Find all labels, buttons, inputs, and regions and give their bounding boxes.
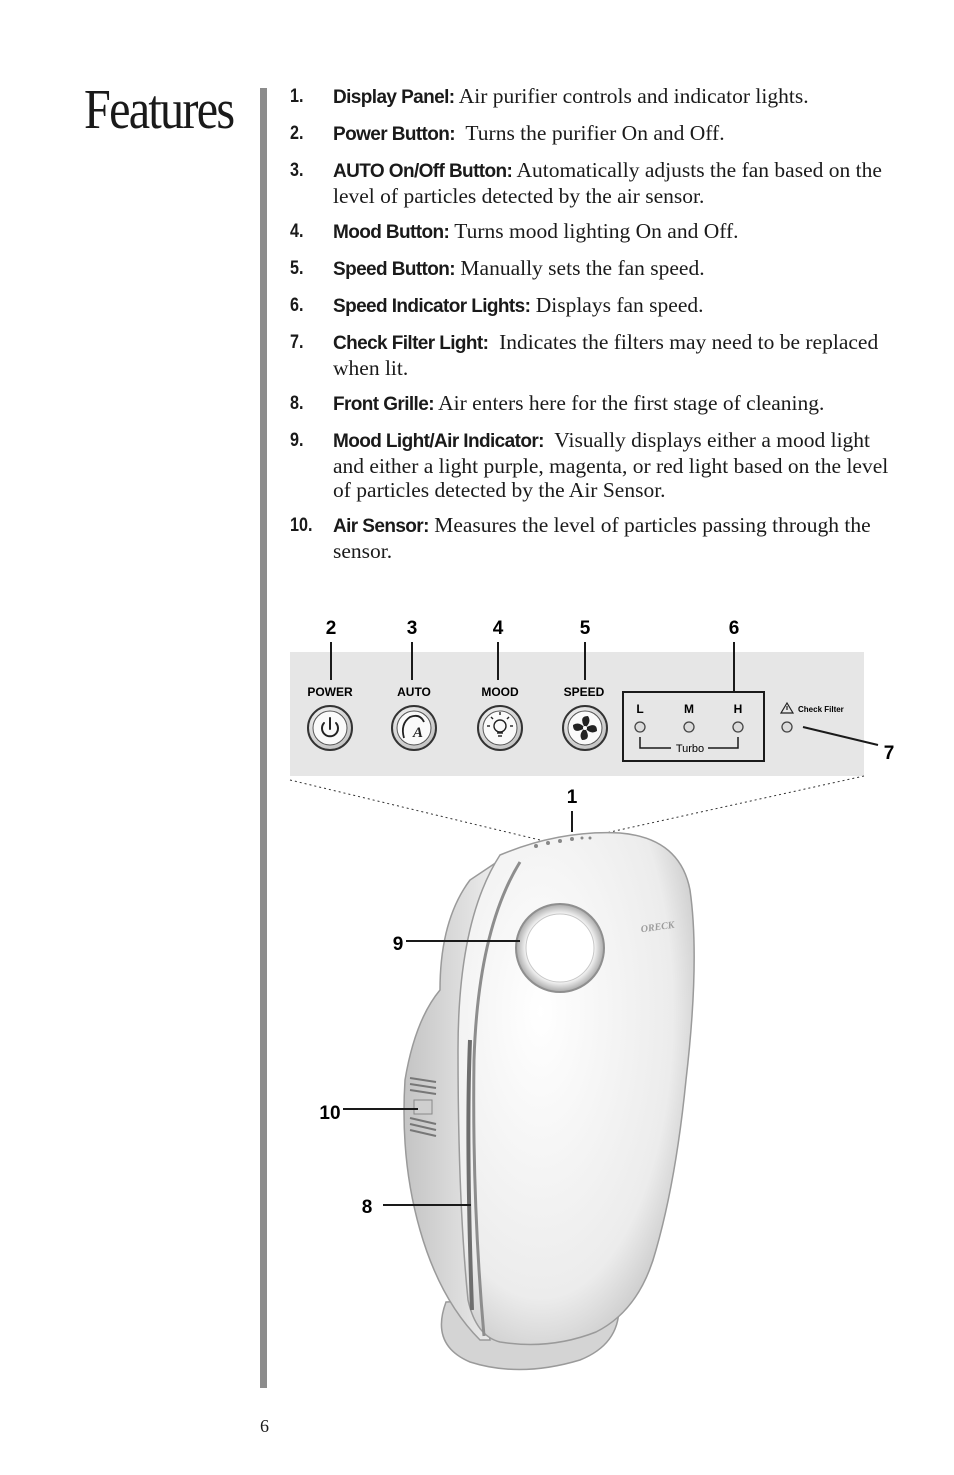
feature-description: Turns mood lighting On and Off. xyxy=(454,219,739,243)
callout-leader-lines xyxy=(330,642,879,746)
power-icon xyxy=(321,717,339,738)
feature-number: 4. xyxy=(290,221,304,242)
speed-button xyxy=(562,705,608,751)
feature-term: Front Grille: xyxy=(333,394,435,415)
feature-item: 7. Check Filter Light: Indicates the fil… xyxy=(290,330,890,380)
feature-item: 5. Speed Button: Manually sets the fan s… xyxy=(290,256,890,282)
front-accent-stripe xyxy=(472,861,522,1337)
feature-number: 3. xyxy=(290,160,304,181)
feature-item: 4. Mood Button: Turns mood lighting On a… xyxy=(290,219,890,245)
air-sensor-window xyxy=(413,1099,433,1115)
feature-description: Air purifier controls and indicator ligh… xyxy=(458,84,809,108)
brand-logo: ORECK xyxy=(640,920,676,936)
feature-item: 1. Display Panel: Air purifier controls … xyxy=(290,84,890,110)
auto-button: A xyxy=(391,705,437,751)
feature-term: Power Button: xyxy=(333,124,456,145)
speed-high-label: H xyxy=(734,702,743,716)
power-label: POWER xyxy=(307,685,353,699)
callout-5: 5 xyxy=(580,618,591,639)
callout-9: 9 xyxy=(393,934,404,955)
lightbulb-icon xyxy=(487,712,513,737)
feature-number: 8. xyxy=(290,393,304,414)
front-grille-slot xyxy=(466,1039,474,1311)
feature-number: 10. xyxy=(290,515,313,536)
mood-button xyxy=(477,705,523,751)
auto-icon: A xyxy=(401,714,425,741)
feature-description: Displays fan speed. xyxy=(535,293,704,317)
feature-number: 5. xyxy=(290,258,304,279)
feature-number: 1. xyxy=(290,86,304,107)
callout-6: 6 xyxy=(729,618,740,639)
speed-indicator-lights xyxy=(634,721,744,733)
feature-number: 2. xyxy=(290,123,304,144)
purifier-top-controls xyxy=(534,836,592,848)
fan-icon xyxy=(573,716,597,740)
turbo-bracket xyxy=(639,737,739,749)
callout-10: 10 xyxy=(319,1103,340,1124)
feature-term: Air Sensor: xyxy=(333,516,429,537)
feature-description: Visually displays either a mood light an… xyxy=(333,428,889,502)
feature-description: Air enters here for the first stage of c… xyxy=(438,391,825,415)
warning-icon xyxy=(779,701,795,714)
feature-item: 9. Mood Light/Air Indicator: Visually di… xyxy=(290,428,890,502)
feature-description: Automatically adjusts the fan based on t… xyxy=(333,158,882,208)
vertical-divider xyxy=(260,88,267,1388)
feature-item: 6. Speed Indicator Lights: Displays fan … xyxy=(290,293,890,319)
feature-term: Mood Button: xyxy=(333,222,450,243)
callout-4: 4 xyxy=(493,618,504,639)
svg-text:A: A xyxy=(412,725,423,741)
feature-item: 10. Air Sensor: Measures the level of pa… xyxy=(290,513,890,563)
auto-label: AUTO xyxy=(397,685,431,699)
page-title: Features xyxy=(84,79,235,141)
feature-number: 6. xyxy=(290,295,304,316)
feature-number: 7. xyxy=(290,332,304,353)
feature-number: 9. xyxy=(290,430,304,451)
feature-item: 2. Power Button: Turns the purifier On a… xyxy=(290,121,890,147)
feature-list: 1. Display Panel: Air purifier controls … xyxy=(290,84,890,574)
feature-term: Display Panel: xyxy=(333,87,455,108)
callout-3: 3 xyxy=(407,618,418,639)
feature-description: Indicates the filters may need to be rep… xyxy=(333,330,879,380)
feature-description: Manually sets the fan speed. xyxy=(460,256,705,280)
callout-1: 1 xyxy=(567,787,578,808)
speed-label: SPEED xyxy=(564,685,605,699)
feature-term: Speed Indicator Lights: xyxy=(333,296,531,317)
speed-medium-label: M xyxy=(684,702,694,716)
callout-2: 2 xyxy=(326,618,337,639)
feature-description: Turns the purifier On and Off. xyxy=(465,121,725,145)
feature-term: AUTO On/Off Button: xyxy=(333,161,513,182)
feature-term: Speed Button: xyxy=(333,259,456,280)
speed-indicator-box xyxy=(622,691,765,762)
speed-low-label: L xyxy=(636,702,643,716)
power-button xyxy=(307,705,353,751)
callout-7: 7 xyxy=(884,743,895,764)
feature-term: Check Filter Light: xyxy=(333,333,489,354)
feature-description: Measures the level of particles passing … xyxy=(333,513,871,563)
check-filter-label: Check Filter xyxy=(798,705,844,714)
turbo-label: Turbo xyxy=(676,743,704,755)
page-number: 6 xyxy=(260,1416,269,1436)
feature-item: 3. AUTO On/Off Button: Automatically adj… xyxy=(290,158,890,208)
check-filter-light xyxy=(781,721,793,733)
callout-8: 8 xyxy=(362,1197,373,1218)
air-purifier-illustration: ORECK xyxy=(403,831,695,1371)
feature-term: Mood Light/Air Indicator: xyxy=(333,431,544,452)
zoom-lines xyxy=(289,775,865,841)
mood-light-center xyxy=(525,913,595,983)
mood-label: MOOD xyxy=(481,685,519,699)
air-sensor-vents xyxy=(409,1077,437,1137)
feature-item: 8. Front Grille: Air enters here for the… xyxy=(290,391,890,417)
